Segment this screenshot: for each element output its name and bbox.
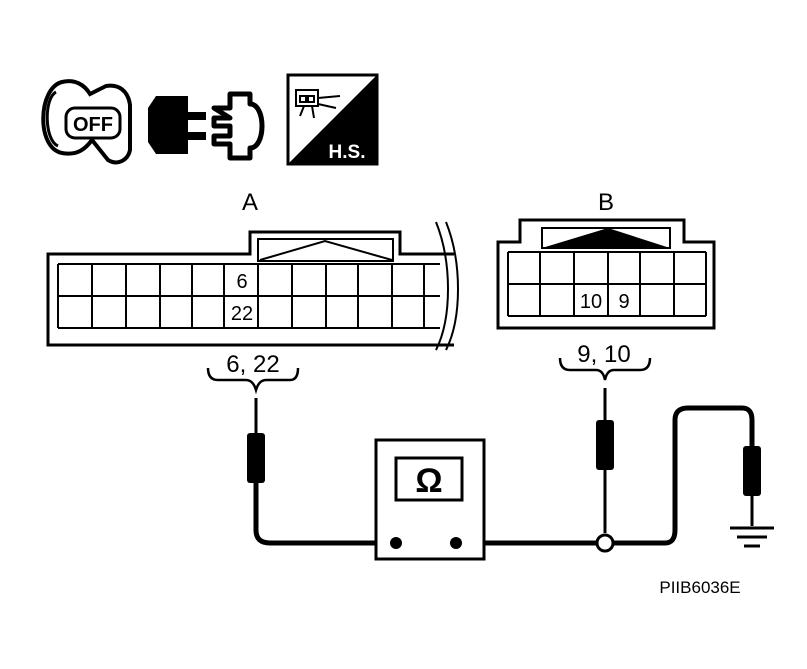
ignition-key-off-icon: OFF <box>41 79 132 165</box>
junction-node <box>595 533 615 553</box>
connector-b-probe-label: 9, 10 <box>577 341 630 368</box>
connector-b-cavity-grid <box>507 251 707 317</box>
connector-mini-icon <box>295 89 341 119</box>
connector-a-label: A <box>242 189 258 216</box>
meter-terminal-left <box>390 537 402 549</box>
harness-side-icon: H.S. <box>286 73 379 166</box>
meter-terminal-right <box>450 537 462 549</box>
connector-a-probe-label: 6, 22 <box>226 351 279 378</box>
ignition-off-text: OFF <box>73 114 113 136</box>
connector-b: 10 9 <box>496 218 716 330</box>
connector-a-pin-22: 22 <box>231 303 253 325</box>
figure-id: PIIB6036E <box>659 578 740 597</box>
connector-a-brace <box>206 367 300 395</box>
connector-a-pin-6: 6 <box>236 271 247 293</box>
connector-a-cavity-grid <box>57 263 440 329</box>
ground-symbol <box>730 526 774 548</box>
ground-lead <box>613 405 774 548</box>
connector-b-brace <box>558 357 652 381</box>
connector-b-pin-10: 10 <box>580 291 602 313</box>
connector-a: 6 22 <box>46 221 459 351</box>
harness-side-text: H.S. <box>329 142 366 163</box>
ohmmeter: Ω <box>374 438 486 561</box>
disconnect-connector-icon <box>148 91 265 161</box>
test-lead-a <box>247 398 396 546</box>
ohm-symbol: Ω <box>415 462 442 500</box>
connector-b-label: B <box>598 189 614 216</box>
connector-b-pin-9: 9 <box>618 291 629 313</box>
